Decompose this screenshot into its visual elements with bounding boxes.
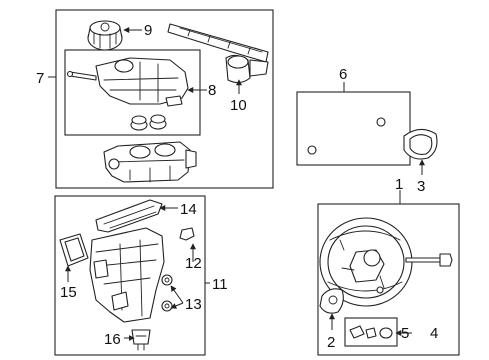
reservoir-group-box: [55, 9, 274, 189]
callout-12: 12: [185, 255, 202, 272]
callout-3: 3: [417, 178, 425, 195]
callout-8: 8: [208, 82, 216, 99]
washer-pump-part: [131, 329, 151, 351]
callout-10: 10: [230, 97, 247, 114]
vacuum-hose-part: [307, 106, 386, 155]
callout-4: 4: [430, 325, 438, 342]
callout-16: 16: [104, 331, 121, 348]
booster-group-box: [317, 203, 460, 356]
callout-5: 5: [401, 325, 409, 342]
callout-2: 2: [327, 334, 335, 351]
master-cylinder-part: [103, 141, 197, 183]
callout-9: 9: [144, 22, 152, 39]
booster-seal-part: [403, 128, 438, 160]
booster-gasket-part: [319, 288, 344, 314]
callout-14: 14: [180, 201, 197, 218]
hose-group-box: [296, 91, 411, 166]
brake-booster-part: [319, 217, 453, 307]
leader-lines: [48, 27, 425, 341]
washer-grommet-part: [161, 274, 173, 312]
callout-15: 15: [60, 284, 77, 301]
washer-gasket-part: [59, 233, 89, 267]
callout-7: 7: [36, 70, 44, 87]
callout-1: 1: [395, 176, 403, 193]
washer-reservoir-part: [89, 227, 165, 323]
washer-lid-part: [95, 199, 163, 233]
washer-sensor-part: [179, 227, 195, 241]
washer-group-box: [54, 195, 206, 356]
reservoir-subgroup-box: [64, 49, 201, 136]
reservoir-tank-part: [66, 57, 189, 107]
grommets-part: [130, 114, 167, 131]
reservoir-cap-part: [87, 20, 123, 51]
callout-11: 11: [212, 276, 228, 293]
callout-13: 13: [185, 296, 202, 313]
callout-6: 6: [339, 66, 347, 83]
check-valve-part: [344, 317, 398, 347]
hose-bracket-part: [167, 23, 269, 84]
